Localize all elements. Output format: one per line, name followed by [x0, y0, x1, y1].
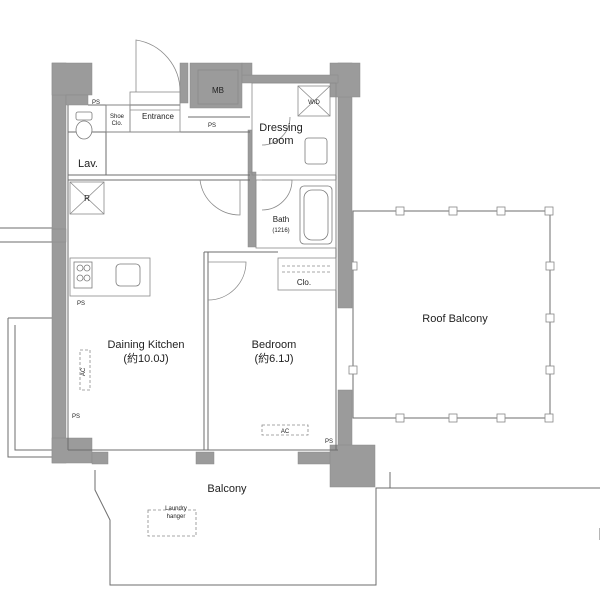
bath-label: Bath — [273, 215, 289, 224]
ps-kitchen-label: PS — [77, 301, 85, 307]
dressing-room-label-1: Dressing — [259, 122, 302, 134]
bath-size-label: (1216) — [272, 228, 289, 234]
ps-hall-label: PS — [208, 123, 216, 129]
roof-balcony-frame — [348, 206, 555, 423]
ac-kitchen-label: AC — [81, 367, 87, 376]
dining-kitchen-area: (約10.0J) — [123, 351, 168, 365]
laundry-label-1: Laundry — [165, 506, 187, 512]
ac-bedroom-label: AC — [281, 429, 290, 435]
mb-label: MB — [212, 86, 224, 95]
laundry-label-2: hanger — [167, 514, 186, 520]
laundry-hanger-frame — [147, 509, 197, 537]
dressing-room-label-2: room — [268, 135, 293, 147]
ps-lower-right-label: PS — [325, 439, 333, 445]
ps-entrance-label: PS — [92, 100, 100, 106]
ps-lower-left-label: PS — [72, 414, 80, 420]
room-labels: MB W/D PS Shoe Clo. Entrance PS Dressing… — [72, 86, 488, 520]
shoe-closet-label-1: Shoe — [110, 114, 125, 120]
interior-lines — [67, 69, 338, 451]
bedroom-area: (約6.1J) — [254, 351, 293, 365]
shoe-closet-label-2: Clo. — [112, 121, 123, 127]
entrance-label: Entrance — [142, 112, 175, 121]
balcony-label: Balcony — [207, 483, 247, 495]
wd-label: W/D — [308, 100, 320, 106]
fixtures — [73, 111, 333, 436]
dining-kitchen-label: Daining Kitchen — [107, 339, 184, 351]
balcony-outline — [0, 227, 600, 586]
refrigerator-label: R — [84, 194, 90, 203]
roof-balcony-label: Roof Balcony — [422, 313, 488, 325]
closet-label: Clo. — [297, 278, 311, 287]
lav-label: Lav. — [78, 158, 98, 170]
doors — [135, 39, 293, 301]
bedroom-label: Bedroom — [252, 339, 297, 351]
